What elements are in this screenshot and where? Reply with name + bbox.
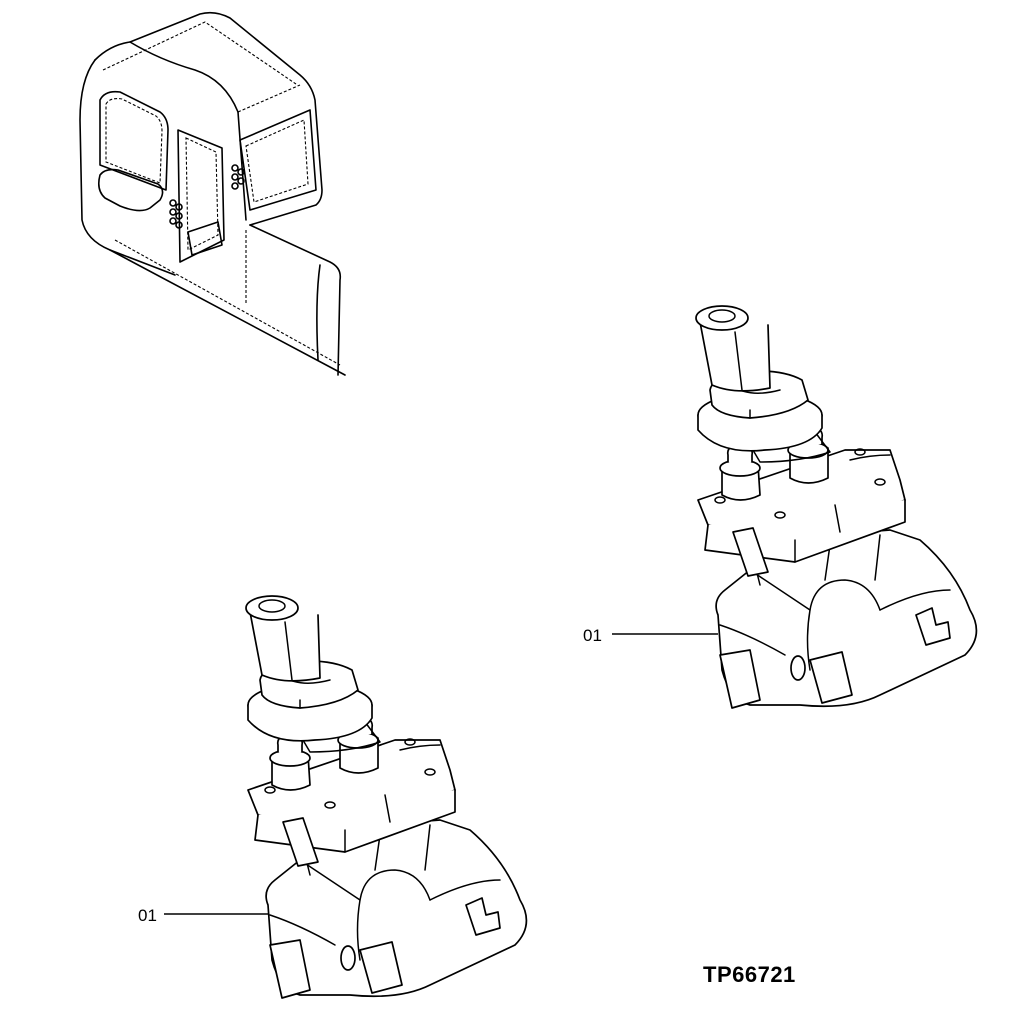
switch-part bbox=[164, 595, 528, 999]
part-callout-label: 01 bbox=[138, 906, 157, 925]
part-callout-label: 01 bbox=[583, 626, 602, 645]
switch-part bbox=[612, 305, 978, 709]
drawing-number: TP66721 bbox=[703, 962, 796, 987]
